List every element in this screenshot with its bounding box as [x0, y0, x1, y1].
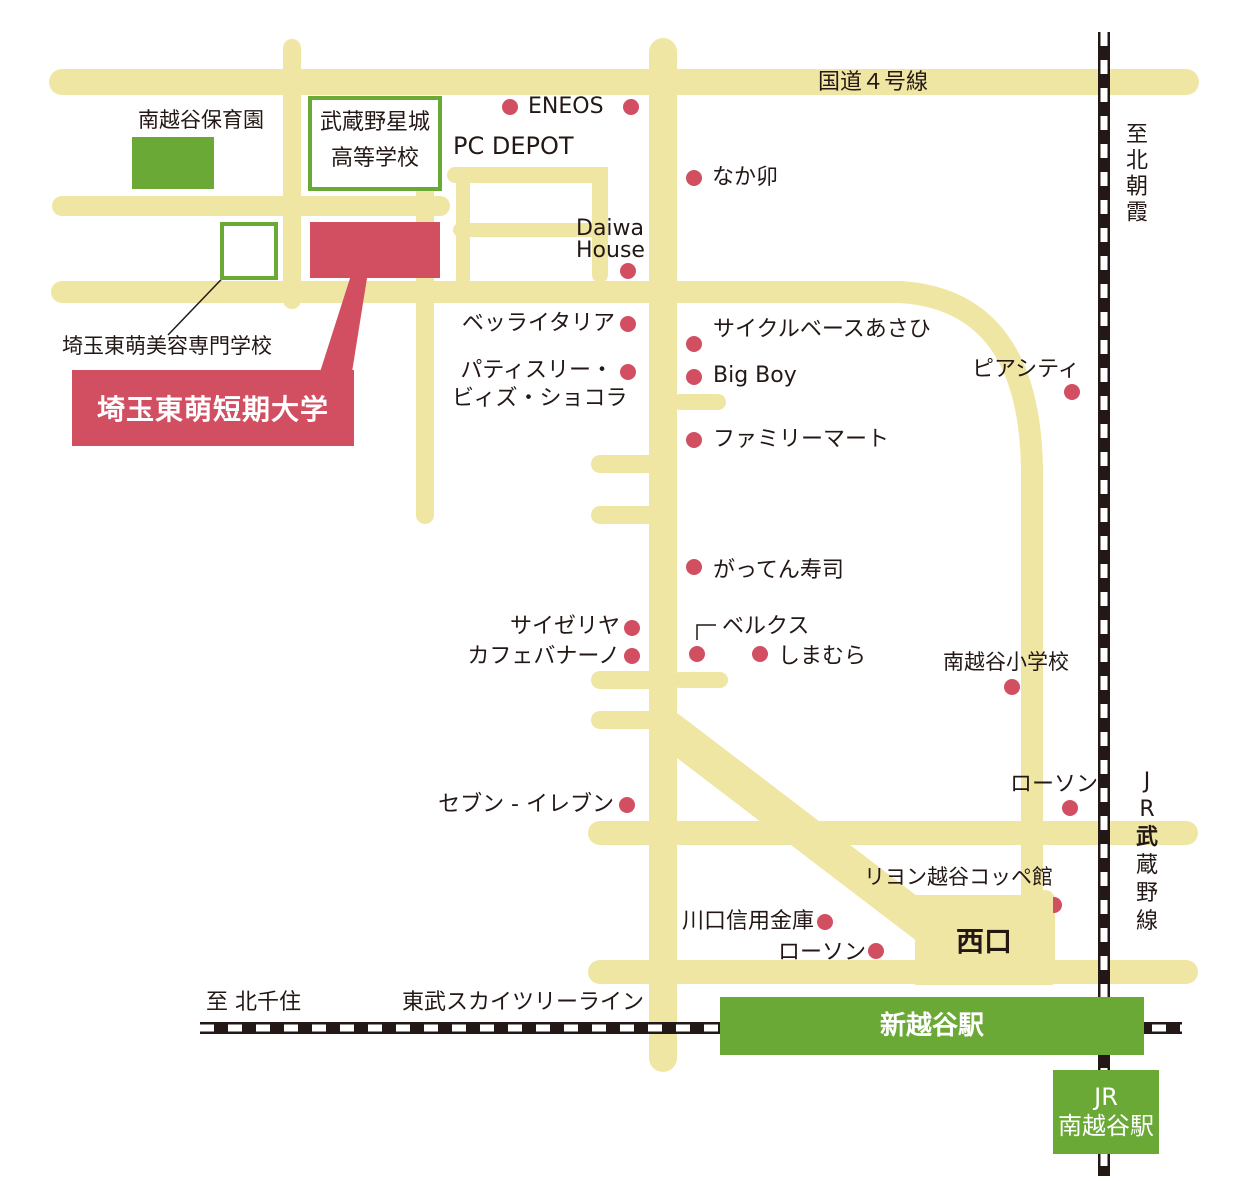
poi-dot-gatten — [686, 559, 702, 575]
poi-dot-elementary — [1004, 679, 1020, 695]
shimamura-label: しまむら — [778, 644, 867, 669]
jr-char-3: 武 — [1135, 825, 1158, 850]
poi-dot-lawson-south — [868, 943, 884, 959]
poi-dot-bella-italia — [620, 316, 636, 332]
college-building — [310, 222, 440, 278]
beauty-school-building — [220, 222, 278, 280]
road-curve-east — [649, 281, 1043, 981]
saizeriya-label: サイゼリヤ — [509, 614, 620, 639]
belx-label: ベルクス — [722, 614, 810, 639]
highschool-label-2: 高等学校 — [330, 146, 420, 171]
nakau-label: なか卯 — [712, 165, 779, 190]
poi-markers — [502, 99, 1080, 959]
cafe-banano-label: カフェバナーノ — [467, 644, 620, 669]
gatten-sushi-label: がってん寿司 — [713, 558, 844, 583]
lawson-south-label: ローソン — [777, 940, 866, 965]
big-boy-label: Big Boy — [713, 363, 797, 388]
college-callout-pointer — [320, 272, 368, 372]
pia-city-label: ピアシティ — [972, 357, 1080, 382]
road-pc-depot-loop — [447, 167, 608, 283]
route4-label: 国道４号線 — [818, 70, 929, 95]
lyon-koppe-label: リヨン越谷コッペ館 — [864, 865, 1053, 889]
nursery-building — [132, 137, 214, 189]
jr-direction-label: 至北朝霞 — [1122, 122, 1147, 226]
poi-dot-big-boy — [686, 369, 702, 385]
jr-station-line2: 南越谷駅 — [1058, 1112, 1154, 1140]
family-mart-label: ファミリーマート — [713, 427, 890, 452]
highschool-building — [308, 96, 442, 191]
cycle-base-label: サイクルベースあさひ — [713, 317, 931, 342]
kawaguchi-shinkin-label: 川口信用金庫 — [681, 909, 814, 934]
poi-dot-family-mart — [686, 432, 702, 448]
jr-char-2: R — [1139, 797, 1155, 822]
poi-dot-cafe-banano — [624, 648, 640, 664]
poi-dot-eneos-left — [502, 99, 518, 115]
jr-char-4: 蔵 — [1135, 853, 1158, 878]
jr-char-1: J — [1143, 769, 1151, 794]
beauty-school-label: 埼玉東萌美容専門学校 — [62, 334, 272, 358]
poi-dot-pia-city — [1064, 384, 1080, 400]
poi-dot-belx — [689, 646, 705, 662]
tobu-line-label: 東武スカイツリーライン — [402, 990, 645, 1015]
nursery-label: 南越谷保育園 — [138, 108, 264, 132]
daiwa-label-2: House — [576, 238, 645, 263]
seven-eleven-label: セブン - イレブン — [438, 792, 614, 817]
poi-dot-lawson-east — [1062, 800, 1078, 816]
tobu-direction-label: 至 北千住 — [206, 990, 301, 1015]
poi-dot-nakau — [686, 170, 702, 186]
poi-dot-shimamura — [752, 646, 768, 662]
patisserie-label-2: ビィズ・ショコラ — [452, 386, 628, 411]
highschool-label-1: 武蔵野星城 — [319, 110, 431, 135]
jr-minamikoshigaya-station: JR 南越谷駅 — [1053, 1070, 1159, 1154]
poi-dot-patisserie — [620, 364, 636, 380]
shinkoshigaya-station-label: 新越谷駅 — [879, 1011, 984, 1041]
poi-dot-cycle-base — [686, 336, 702, 352]
jr-char-5: 野 — [1135, 881, 1158, 906]
poi-dot-eneos-right — [623, 99, 639, 115]
college-callout: 埼玉東萌短期大学 — [72, 370, 354, 446]
poi-dot-saizeriya — [624, 620, 640, 636]
pc-depot-label: PC DEPOT — [453, 132, 574, 160]
patisserie-label-1: パティスリー・ — [460, 358, 613, 383]
eneos-label: ENEOS — [528, 94, 604, 119]
poi-dot-kawaguchi — [817, 914, 833, 930]
poi-dot-daiwa — [620, 263, 636, 279]
shinkoshigaya-station: 新越谷駅 — [720, 997, 1144, 1055]
west-exit-area: 西口 — [915, 895, 1053, 985]
jr-musashino-label: J R 武 蔵 野 線 — [1134, 768, 1160, 936]
lawson-east-label: ローソン — [1010, 772, 1099, 797]
jr-station-line1: JR — [1094, 1083, 1118, 1112]
jr-char-6: 線 — [1135, 909, 1158, 934]
elementary-label: 南越谷小学校 — [943, 650, 1069, 674]
daiwa-label-1: Daiwa — [576, 216, 645, 241]
belx-leader — [696, 624, 716, 640]
poi-dot-seven-eleven — [619, 797, 635, 813]
bella-italia-label: ベッライタリア — [461, 311, 615, 336]
